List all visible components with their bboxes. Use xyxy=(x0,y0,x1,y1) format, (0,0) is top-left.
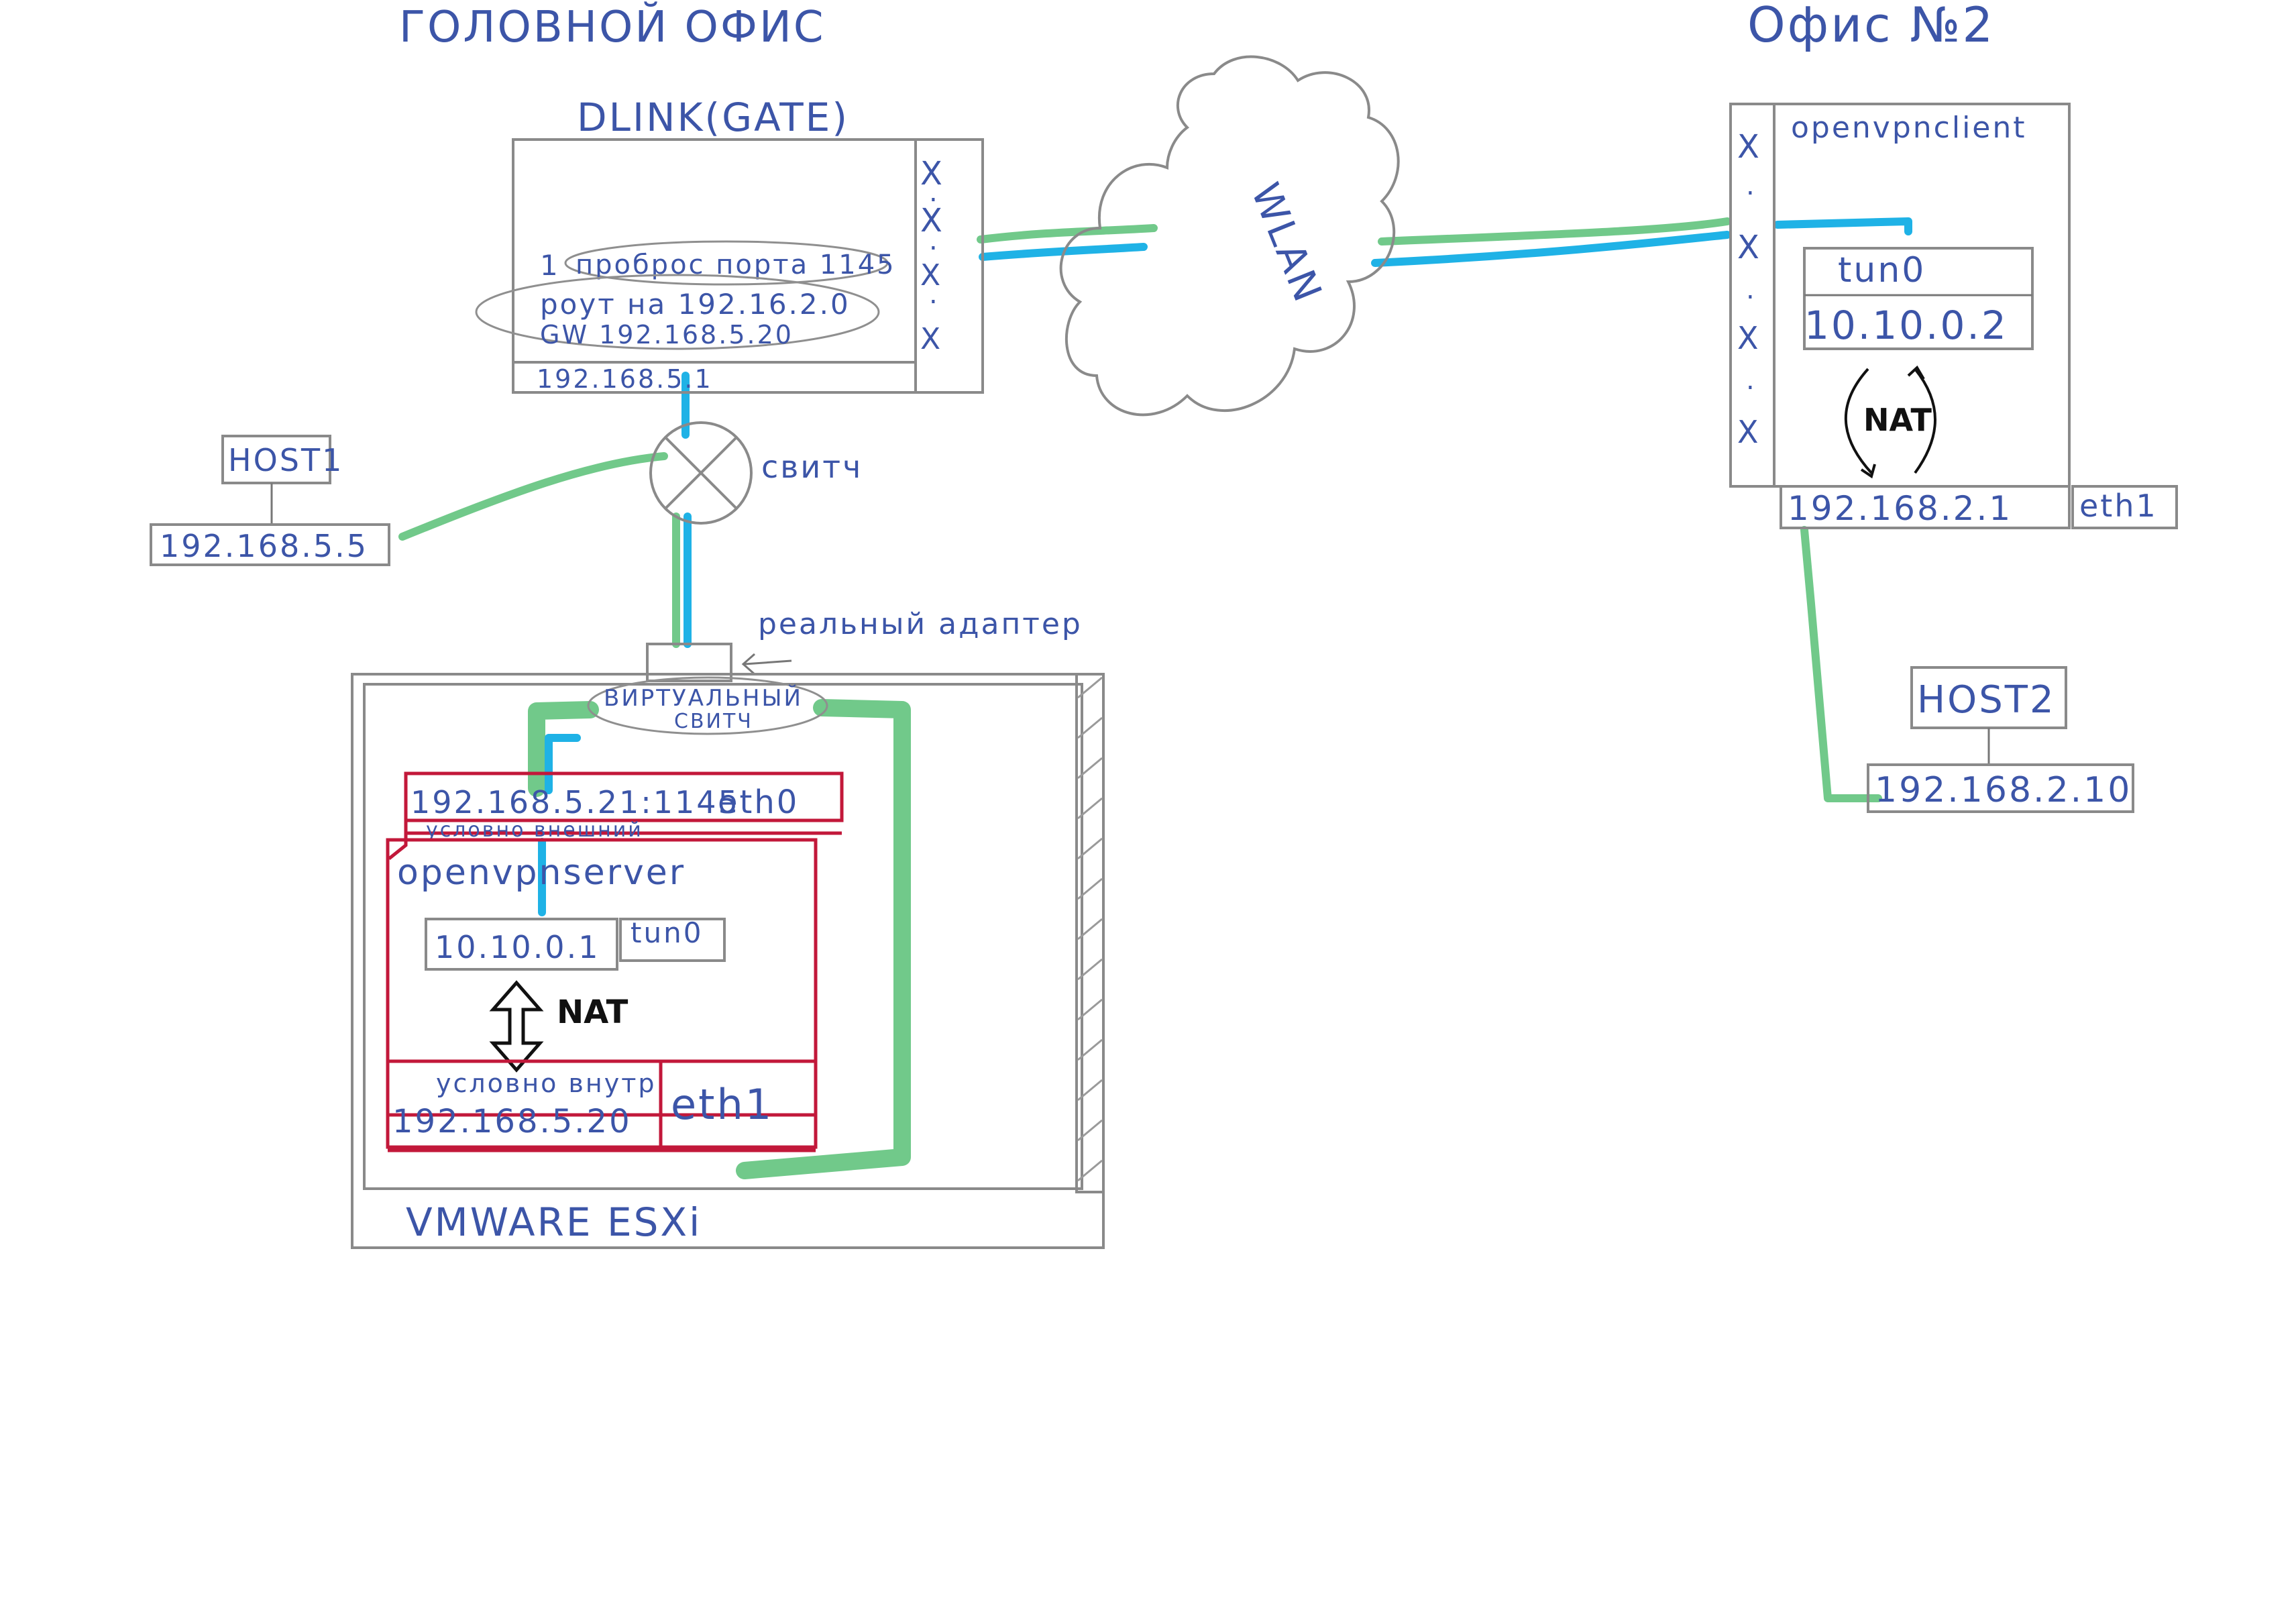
gateway-rule-number: 1 xyxy=(540,249,560,282)
virtual-switch-oval xyxy=(587,676,828,735)
wlan-cloud-shape xyxy=(1059,55,1400,417)
gateway-rule-forward-oval xyxy=(564,240,889,286)
client-wan-char: X xyxy=(1737,414,1761,450)
real-adapter: реальный адаптер xyxy=(646,607,1083,682)
gateway-wan-char: X xyxy=(920,258,942,292)
gateway-wan-char: . xyxy=(929,225,940,256)
client-wan-char: X xyxy=(1737,128,1761,166)
host1: HOST1 192.168.5.5 xyxy=(150,435,390,566)
wire-gate-wlan-blue xyxy=(979,243,1148,261)
vm-ext-note: условно внешний xyxy=(426,818,643,842)
vm-tun-iface-box xyxy=(619,918,726,962)
virtual-switch: ВИРТУАЛЬНЫЙ СВИТЧ xyxy=(587,676,828,735)
host1-ip-box xyxy=(150,523,390,566)
wire-client-host2-green xyxy=(1800,526,1882,802)
vm-eth0-rail xyxy=(388,773,408,860)
virtual-switch-line1: ВИРТУАЛЬНЫЙ xyxy=(604,684,803,712)
client-wan-port: X . X . X . X xyxy=(1737,128,1761,450)
gateway-box xyxy=(512,138,984,394)
wire-gate-wlan-green xyxy=(977,224,1158,244)
host2: HOST2 192.168.2.10 xyxy=(1867,666,2134,813)
vm-int-ip: 192.168.5.20 xyxy=(392,1103,632,1140)
vm-ext-ip: 192.168.5.21:1145 xyxy=(411,784,740,820)
head-office: ГОЛОВНОЙ ОФИС DLINK(GATE) X . X . X . X … xyxy=(150,1,1105,1249)
head-office-title: ГОЛОВНОЙ ОФИС xyxy=(399,1,826,52)
gateway: DLINK(GATE) X . X . X . X 1 проброс порт… xyxy=(475,95,984,394)
client-tun-iface: tun0 xyxy=(1838,250,1926,290)
vm-tun-ip-box xyxy=(425,918,618,971)
vm-tun-ip: 10.10.0.1 xyxy=(435,929,600,965)
real-adapter-label: реальный адаптер xyxy=(758,607,1083,641)
gateway-rule-gw: GW 192.168.5.20 xyxy=(540,320,794,349)
virtual-switch-line2: СВИТЧ xyxy=(674,710,753,733)
openvpn-server-vm: 192.168.5.21:1145 eth0 условно внешний o… xyxy=(386,771,844,1152)
host1-name: HOST1 xyxy=(228,442,343,478)
client-lan-ip-box xyxy=(1780,485,2071,529)
openvpn-client: openvpnclient X . X . X . X tun0 10.10.0… xyxy=(1729,103,2178,529)
client-nat-label: NAT xyxy=(1863,402,1932,438)
gateway-wan-char: . xyxy=(929,177,940,208)
client-wan-char: X xyxy=(1737,320,1761,356)
vm-int-note: условно внутр xyxy=(436,1069,656,1098)
gateway-wan-char: X xyxy=(920,322,942,356)
client-wan-char: . xyxy=(1746,170,1757,201)
client-lan-iface-box xyxy=(2071,485,2178,529)
esxi-title: VMWARE ESXi xyxy=(406,1199,702,1245)
wlan-cloud: WLAN xyxy=(1059,55,1400,417)
wire-vswitch-eth0-green xyxy=(528,701,599,797)
gateway-rule-route-oval xyxy=(475,274,880,350)
wire-vswitch-eth0-blue xyxy=(545,734,581,794)
wire-switch-host1-green xyxy=(398,452,668,541)
switch: свитч xyxy=(649,421,863,525)
vm-nat-arrow-icon xyxy=(489,980,544,1073)
client-wan-char: . xyxy=(1746,365,1757,396)
client-nat-arrows-icon xyxy=(1844,365,1936,479)
client-wan-char: . xyxy=(1746,274,1757,305)
wires xyxy=(398,217,1912,1179)
switch-label: свитч xyxy=(761,449,863,485)
wire-vswitch-eth1-green xyxy=(736,699,911,1179)
host1-name-box xyxy=(221,435,331,484)
vm-int-iface: eth1 xyxy=(671,1080,773,1129)
wire-wlan-office2-green xyxy=(1378,217,1731,246)
gateway-wan-char: X xyxy=(920,155,944,193)
client-title: openvpnclient xyxy=(1791,111,2027,145)
vm-int-box xyxy=(386,1059,818,1149)
vm-title: openvpnserver xyxy=(397,853,686,893)
office-2: Офис №2 openvpnclient X . X . X . X tun0… xyxy=(1729,0,2178,813)
client-lan-iface: eth1 xyxy=(2079,488,2158,524)
client-tun-ip: 10.10.0.2 xyxy=(1804,303,2008,348)
real-adapter-arrow xyxy=(741,653,792,676)
vm-ext-iface: eth0 xyxy=(718,784,799,821)
esxi-side-rail xyxy=(1075,673,1105,1193)
gateway-rule-route: роут на 192.16.2.0 xyxy=(540,288,851,321)
switch-circle xyxy=(649,421,753,525)
host1-ip: 192.168.5.5 xyxy=(160,528,368,564)
vm-nat-label: NAT xyxy=(557,993,628,1031)
real-adapter-box xyxy=(646,643,732,682)
vm-main-box xyxy=(386,838,818,1117)
host2-ip: 192.168.2.10 xyxy=(1875,770,2132,810)
gateway-wan-char: . xyxy=(929,279,940,310)
wire-client-wan-blue xyxy=(1773,217,1912,235)
vm-tun-iface: tun0 xyxy=(631,916,703,949)
esxi-rail-hatching xyxy=(1077,676,1103,1182)
gateway-wan-port: X . X . X . X xyxy=(920,155,944,356)
switch-cross xyxy=(664,436,738,510)
client-lan-ip: 192.168.2.1 xyxy=(1788,489,2012,528)
wlan-label: WLAN xyxy=(1242,176,1331,309)
esxi-host: VMWARE ESXi ВИРТУАЛЬНЫЙ СВИТЧ 192.168.5.… xyxy=(351,673,1105,1249)
client-tun-box xyxy=(1803,247,2034,350)
office2-title: Офис №2 xyxy=(1747,0,1995,53)
client-wan-char: X xyxy=(1737,229,1761,266)
gateway-lan-ip: 192.168.5.1 xyxy=(537,364,713,394)
host2-name: HOST2 xyxy=(1917,678,2056,722)
gateway-wan-char: X xyxy=(920,202,944,239)
gateway-title: DLINK(GATE) xyxy=(577,95,849,140)
host2-ip-box xyxy=(1867,763,2134,813)
wire-wlan-office2-blue xyxy=(1371,231,1731,267)
